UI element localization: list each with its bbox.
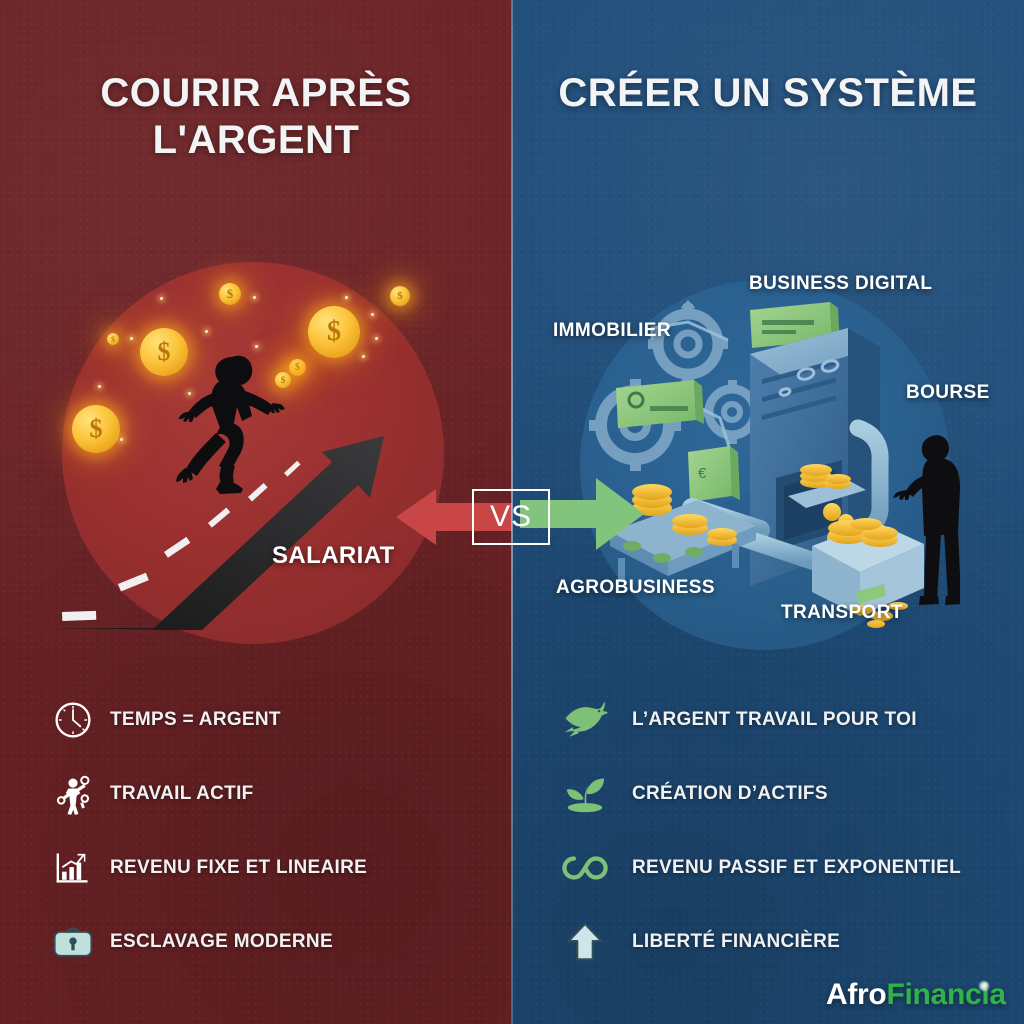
logo-afro: Afro — [826, 978, 887, 1011]
clock-icon — [46, 697, 100, 743]
list-item-label: TRAVAIL ACTIF — [110, 783, 254, 804]
label-bourse: BOURSE — [906, 382, 990, 403]
infinity-icon — [558, 845, 612, 891]
bar-chart-up-icon — [46, 845, 100, 891]
coin-icon: $ — [219, 283, 241, 305]
logo-sparkle-icon — [978, 980, 990, 992]
list-item-label: ESCLAVAGE MODERNE — [110, 931, 333, 952]
label-agrobusiness: AGROBUSINESS — [556, 577, 715, 598]
running-person-icon — [176, 355, 285, 494]
list-item: ESCLAVAGE MODERNE — [46, 916, 516, 968]
coin-icon: $ — [390, 286, 410, 306]
label-business-digital: BUSINESS DIGITAL — [749, 273, 933, 294]
list-item-label: LIBERTÉ FINANCIÈRE — [632, 931, 841, 952]
list-item-label: REVENU FIXE ET LINEAIRE — [110, 857, 368, 878]
svg-text:€: € — [698, 465, 707, 482]
list-item: REVENU FIXE ET LINEAIRE — [46, 842, 516, 894]
coin-icon: $ — [140, 328, 188, 376]
vs-badge: VS — [472, 489, 550, 545]
left-bullet-list: TEMPS = ARGENT — [46, 694, 516, 990]
list-item-label: REVENU PASSIF ET EXPONENTIEL — [632, 857, 961, 878]
label-transport: TRANSPORT — [781, 602, 903, 623]
list-item: REVENU PASSIF ET EXPONENTIEL — [558, 842, 1024, 894]
right-title: CRÉER UN SYSTÈME — [558, 71, 978, 115]
list-item: LIBERTÉ FINANCIÈRE — [558, 916, 1024, 968]
coin-icon: $ — [275, 372, 291, 388]
left-title: COURIR APRÈS L'ARGENT — [100, 71, 412, 163]
list-item: TRAVAIL ACTIF — [46, 768, 516, 820]
money-machine-illustration: € — [589, 300, 960, 628]
list-item: TEMPS = ARGENT — [46, 694, 516, 746]
arrow-left-icon — [396, 489, 512, 545]
up-arrow-icon — [558, 919, 612, 965]
arrow-right-icon — [520, 478, 644, 550]
label-salariat: SALARIAT — [272, 542, 395, 569]
coin-icon: $ — [308, 306, 360, 358]
list-item-label: TEMPS = ARGENT — [110, 709, 281, 730]
coin-icon: $ — [289, 359, 306, 376]
sprout-icon — [558, 771, 612, 817]
bird-icon — [558, 697, 612, 743]
list-item: CRÉATION D’ACTIFS — [558, 768, 1024, 820]
road-arrow-illustration — [40, 436, 384, 630]
label-immobilier: IMMOBILIER — [553, 320, 671, 341]
list-item-label: CRÉATION D’ACTIFS — [632, 783, 828, 804]
right-bullet-list: L’ARGENT TRAVAIL POUR TOI CRÉATION D’ACT… — [558, 694, 1024, 990]
chained-worker-icon — [46, 771, 100, 817]
panel-divider — [511, 0, 513, 1024]
shackle-lock-icon — [46, 919, 100, 965]
list-item-label: L’ARGENT TRAVAIL POUR TOI — [632, 709, 917, 730]
coin-icon: $ — [72, 405, 120, 453]
coin-icon: $ — [107, 333, 119, 345]
list-item: L’ARGENT TRAVAIL POUR TOI — [558, 694, 1024, 746]
